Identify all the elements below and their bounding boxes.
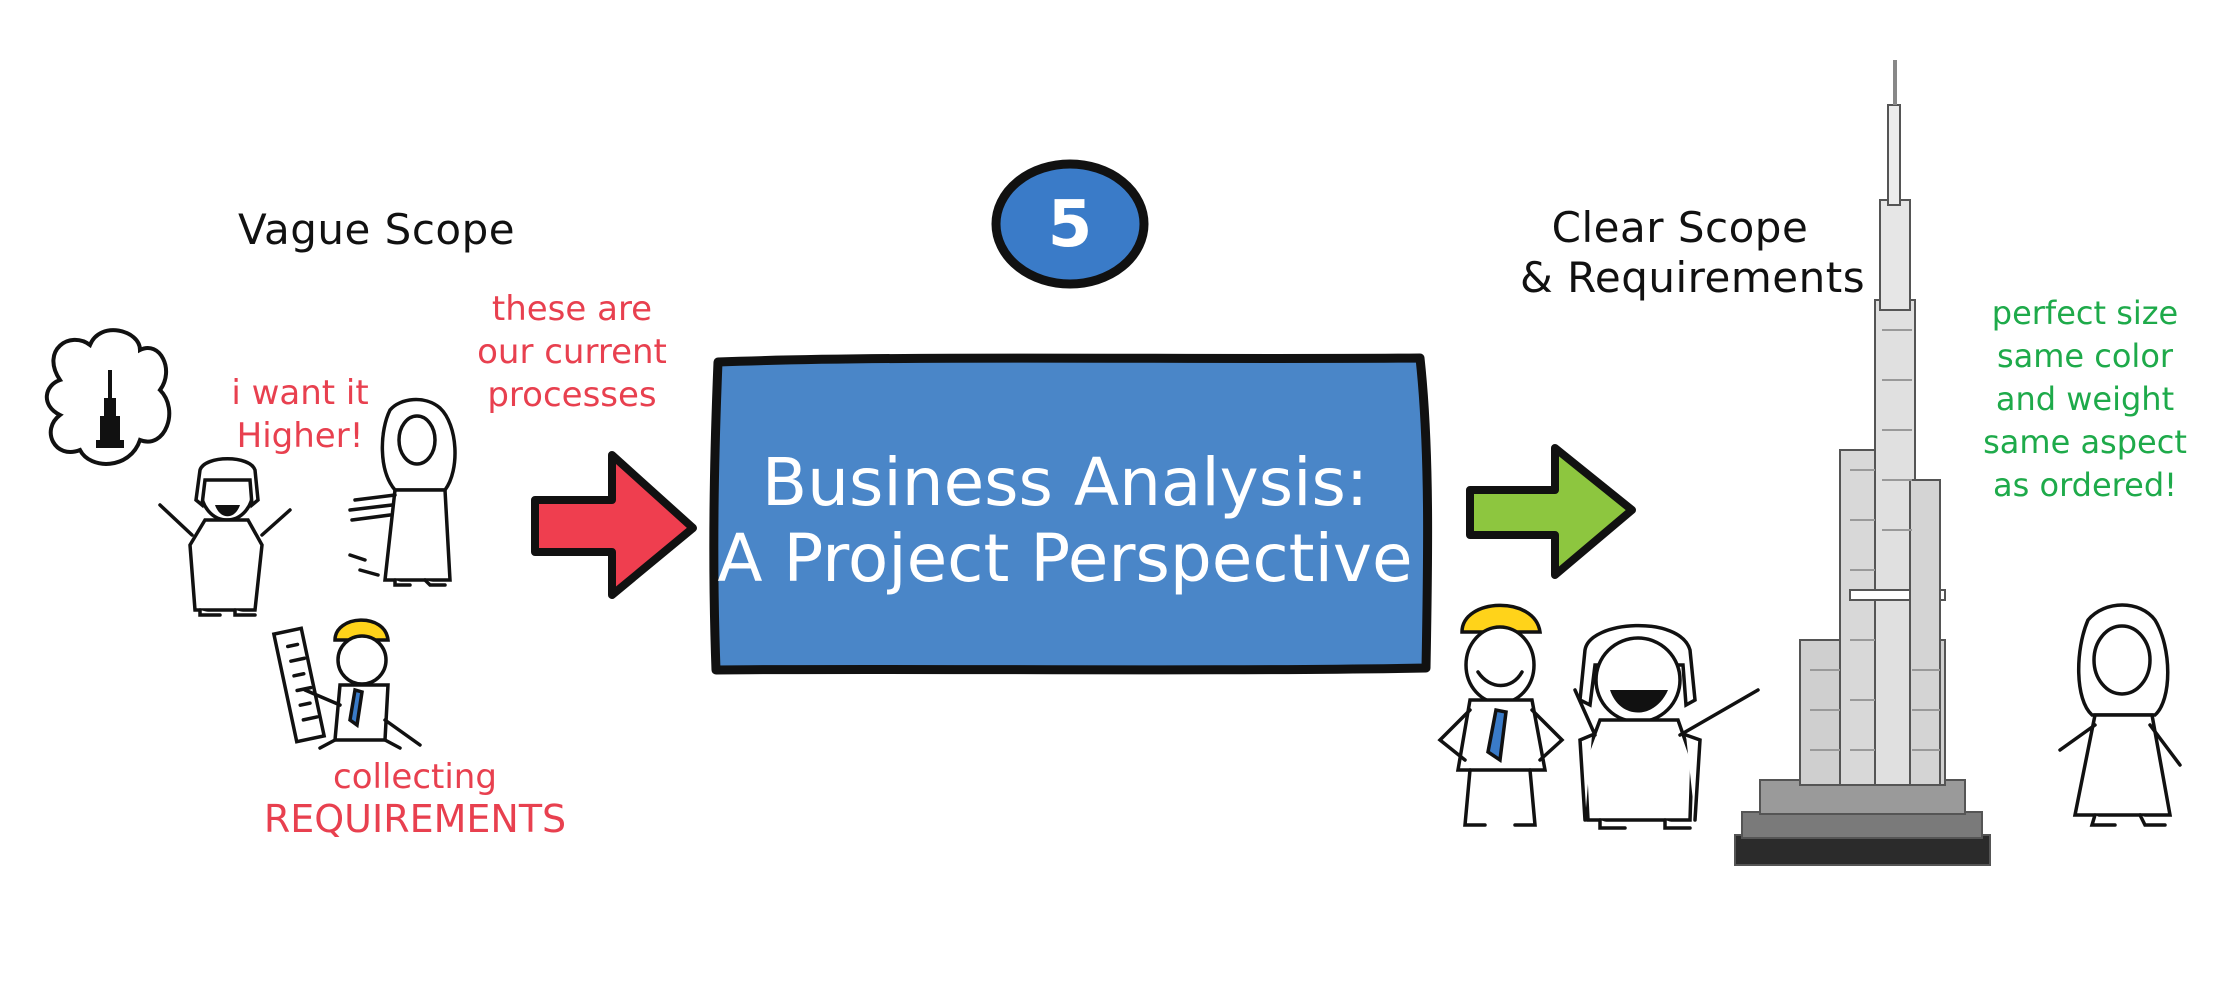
green-right-arrow-icon <box>1466 444 1636 579</box>
speech-higher: i want it Higher! <box>210 372 390 458</box>
clear-scope-heading-line-1: Clear Scope <box>1551 203 1809 252</box>
checklist-item-1: perfect size <box>1991 294 2179 332</box>
checklist-item-5: as ordered! <box>1993 466 2177 504</box>
title-line-2: A Project Perspective <box>717 520 1413 597</box>
speech-higher-line-1: i want it <box>231 373 369 413</box>
figure-woman-hijab-left <box>348 397 457 587</box>
title-text: Business Analysis: A Project Perspective <box>715 445 1415 597</box>
vague-scope-heading: Vague Scope <box>238 205 516 254</box>
clear-scope-heading-line-2: & Requirements <box>1520 253 1866 302</box>
thought-bubble-icon <box>44 328 172 466</box>
speech-processes-line-1: these are <box>491 289 653 329</box>
speech-processes-line-3: processes <box>487 375 657 415</box>
speech-higher-line-2: Higher! <box>236 416 364 456</box>
skyscraper-model-icon <box>1734 60 1991 866</box>
checklist-item-2: same color <box>1996 337 2174 375</box>
figure-man-ghutra-right <box>1573 623 1760 830</box>
speech-processes-line-2: our current <box>477 332 667 372</box>
red-right-arrow-icon <box>531 451 697 599</box>
tower-model-icon <box>96 370 124 448</box>
caption-requirements: REQUIREMENTS <box>263 797 567 841</box>
figure-engineer-left <box>271 618 422 750</box>
number-badge <box>991 159 1149 289</box>
badge-number: 5 <box>1047 188 1093 262</box>
figure-engineer-right <box>1437 603 1565 827</box>
checklist: perfect size same color and weight same … <box>1950 292 2220 507</box>
title-box <box>709 353 1433 675</box>
title-line-1: Business Analysis: <box>761 444 1369 521</box>
figure-man-ghutra-left <box>158 457 292 617</box>
speech-processes: these are our current processes <box>462 288 682 417</box>
checklist-item-3: and weight <box>1995 380 2175 418</box>
figure-woman-hijab-right <box>2058 603 2182 827</box>
checklist-item-4: same aspect <box>1983 423 2187 461</box>
caption-collecting: collecting <box>333 757 497 797</box>
